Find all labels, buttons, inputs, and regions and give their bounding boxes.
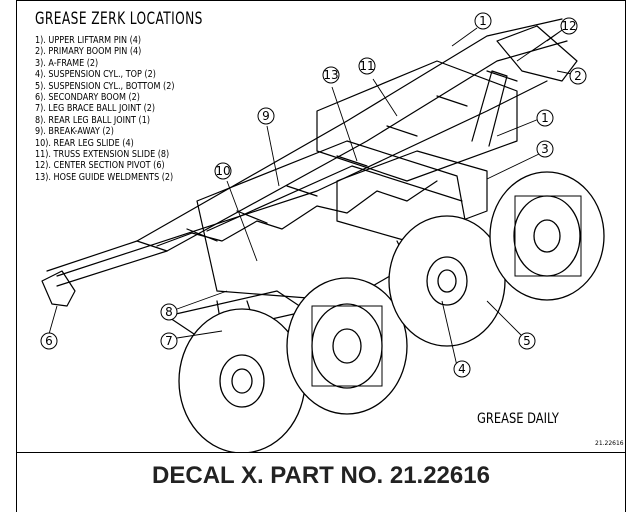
legend-item: 10). REAR LEG SLIDE (4) (35, 137, 134, 149)
upper-frame (316, 60, 518, 182)
hub-rear-right (533, 219, 561, 253)
legend-item: 2). PRIMARY BOOM PIN (4) (35, 46, 142, 58)
leader-11 (372, 78, 398, 117)
leader-1-top (451, 27, 478, 47)
legend-item: 11). TRUSS EXTENSION SLIDE (8) (35, 149, 170, 161)
caption-panel: DECAL X. PART NO. 21.22616 (16, 453, 626, 512)
callout-circle-5 (518, 332, 536, 350)
legend-item: 5). SUSPENSION CYL., BOTTOM (2) (35, 80, 175, 92)
callout-label-6: 6 (45, 334, 53, 348)
hub-front-right (332, 328, 362, 364)
hub-center-rear-left (437, 269, 457, 293)
leader-9 (266, 125, 280, 187)
callout-circle-11 (358, 57, 376, 75)
lift-arm (496, 25, 578, 82)
small-part-number: 21.22616 (595, 440, 624, 447)
legend-item: 6). SECONDARY BOOM (2) (35, 92, 140, 104)
decal-title: GREASE ZERK LOCATIONS (35, 9, 203, 29)
leader-6 (48, 305, 58, 335)
boom-zigzag (156, 180, 438, 247)
callout-circle-7 (160, 332, 178, 350)
callout-circle-8 (160, 303, 178, 321)
boom-end-bracket (41, 270, 76, 307)
callout-circle-6 (40, 332, 58, 350)
callout-label-13: 13 (323, 68, 338, 82)
callout-label-1a: 1 (479, 14, 487, 28)
leader-8 (176, 290, 228, 310)
legend-list: 1). UPPER LIFTARM PIN (4) 2). PRIMARY BO… (35, 35, 175, 183)
boom-bottom-rail (56, 40, 568, 287)
leader-4 (441, 300, 458, 367)
callout-circle-2 (569, 67, 587, 85)
legend-item: 12). CENTER SECTION PIVOT (6) (35, 160, 165, 172)
hub-center-front-left (231, 368, 253, 394)
callout-label-12: 12 (561, 19, 576, 33)
leader-7 (176, 330, 223, 339)
legend-item: 4). SUSPENSION CYL., TOP (2) (35, 69, 156, 81)
callout-label-1b: 1 (541, 111, 549, 125)
callout-label-4: 4 (458, 362, 466, 376)
callout-circle-10 (214, 162, 232, 180)
legend-item: 8). REAR LEG BALL JOINT (1) (35, 114, 150, 126)
callout-label-10: 10 (215, 164, 230, 178)
callout-circle-9 (257, 107, 275, 125)
callout-label-9: 9 (262, 109, 270, 123)
boom-top-rail (46, 18, 563, 272)
boom-cross-members (136, 70, 518, 252)
callout-circle-3 (536, 140, 554, 158)
tank-seam (206, 165, 463, 232)
legend-item: 13). HOSE GUIDE WELDMENTS (2) (35, 171, 174, 183)
callout-label-11: 11 (359, 59, 374, 73)
legend-item: 1). UPPER LIFTARM PIN (4) (35, 35, 142, 46)
callout-circle-13 (322, 66, 340, 84)
callout-circle-4 (453, 360, 471, 378)
machine-drawing: 1 1 11 12 2 13 9 10 3 8 7 6 5 4 (40, 12, 605, 452)
grease-daily-note: GREASE DAILY (477, 411, 559, 427)
callout-circle-1a (474, 12, 492, 30)
leader-5 (486, 300, 523, 337)
leader-13 (331, 86, 358, 162)
legend-item: 7). LEG BRACE BALL JOINT (2) (35, 103, 156, 115)
leader-3 (486, 153, 540, 180)
leader-1-right (496, 118, 540, 137)
callout-label-2: 2 (574, 69, 582, 83)
center-section (336, 150, 488, 242)
callout-label-7: 7 (165, 334, 173, 348)
leader-10 (226, 180, 258, 262)
callout-label-5: 5 (523, 334, 531, 348)
wheel-square-front (311, 305, 383, 387)
decal-caption: DECAL X. PART NO. 21.22616 (152, 462, 490, 489)
callout-circle-12 (560, 17, 578, 35)
callout-circle-1b (536, 109, 554, 127)
wheel-square-rear (514, 195, 582, 277)
decal-panel: 1 1 11 12 2 13 9 10 3 8 7 6 5 4 GREASE Z… (16, 0, 626, 453)
lift-arm-link (471, 70, 508, 147)
leader-2 (556, 70, 573, 75)
legend-item: 3). A-FRAME (2) (35, 57, 99, 69)
callout-label-3: 3 (541, 142, 549, 156)
callout-label-8: 8 (165, 305, 173, 319)
legend-item: 9). BREAK-AWAY (2) (35, 126, 114, 138)
